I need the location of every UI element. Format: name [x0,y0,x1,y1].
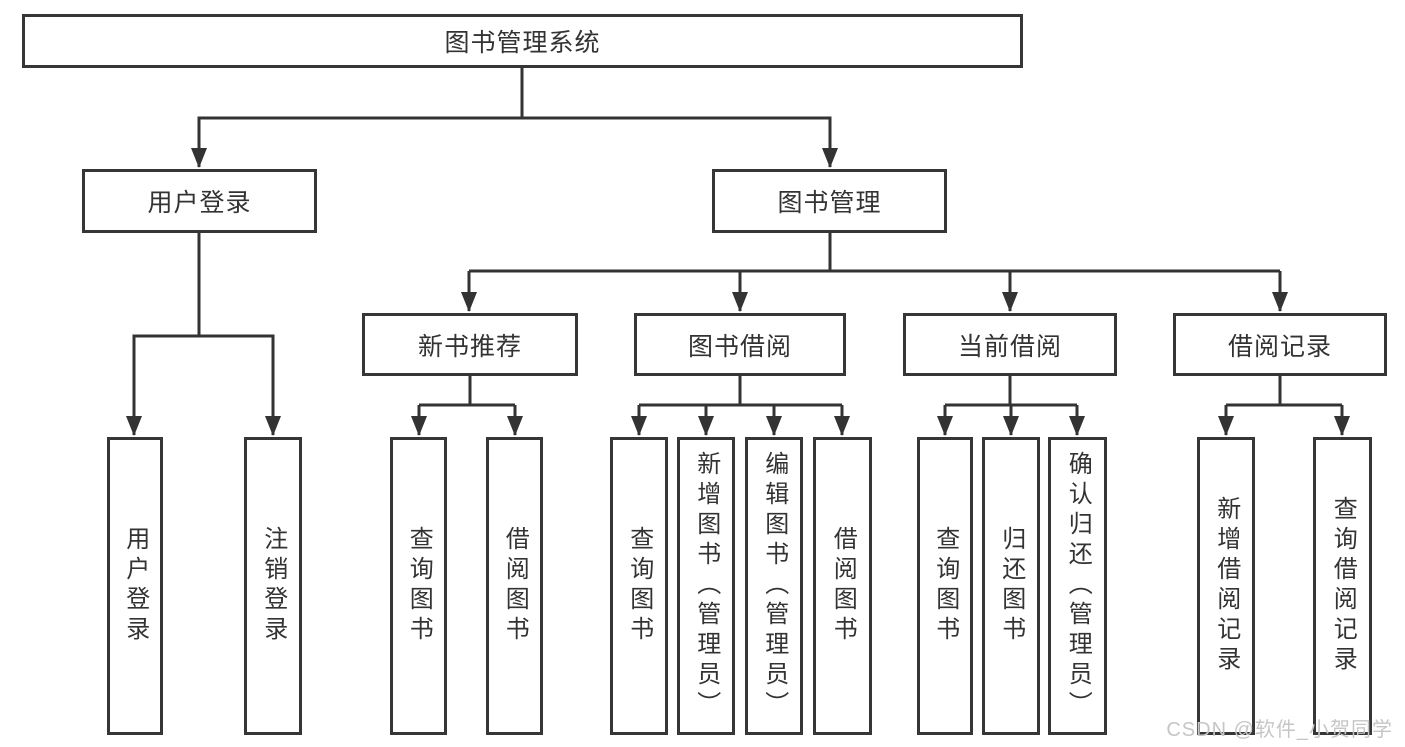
leaf-return-book: 归还图书 [982,437,1040,735]
leaf-borrow-book-2: 借阅图书 [813,437,872,735]
leaf-add-book-admin: 新增图书（管理员） [677,437,735,735]
leaf-label: 新增图书（管理员） [692,451,720,721]
connector-root-to-book-mgmt [522,116,838,168]
leaf-query-book-2: 查询图书 [610,437,668,735]
leaf-edit-book-admin: 编辑图书（管理员） [745,437,803,735]
connector-newbook-trunk [419,376,515,407]
leaf-logout: 注销登录 [244,437,302,735]
leaf-label: 查询图书 [405,526,433,646]
node-new-book-recommend: 新书推荐 [362,313,578,376]
leaf-label: 归还图书 [997,526,1025,646]
leaf-confirm-return-admin: 确认归还（管理员） [1048,437,1107,735]
leaf-label: 查询借阅记录 [1329,496,1357,676]
node-label: 用户登录 [147,189,252,217]
node-book-management: 图书管理 [712,169,947,233]
csdn-watermark: CSDN @软件_小贺同学 [1166,719,1393,741]
connector-current-trunk [945,376,1077,407]
leaf-label: 编辑图书（管理员） [760,451,788,721]
node-label: 当前借阅 [957,332,1062,361]
leaf-label: 借阅图书 [829,526,857,646]
leaf-label: 新增借阅记录 [1212,496,1240,676]
leaf-label: 用户登录 [121,526,149,646]
connector-user-to-login-leaf [126,334,199,436]
connector-root-to-user-login [191,116,522,168]
leaf-label: 确认归还（管理员） [1064,451,1092,721]
node-label: 图书管理 [777,189,882,217]
leaf-add-borrow-record: 新增借阅记录 [1197,437,1255,735]
node-book-borrow: 图书借阅 [634,313,846,376]
node-borrow-record: 借阅记录 [1173,313,1387,376]
node-user-login: 用户登录 [82,169,317,233]
leaf-query-borrow-record: 查询借阅记录 [1313,437,1372,735]
node-root-library-system: 图书管理系统 [22,14,1023,68]
connector-user-to-logout-leaf [199,334,281,436]
leaf-query-book-1: 查询图书 [390,437,447,735]
node-label: 图书借阅 [687,332,792,361]
node-label: 新书推荐 [417,332,522,361]
leaf-label: 注销登录 [259,526,287,646]
node-current-borrow: 当前借阅 [903,313,1117,376]
leaf-label: 借阅图书 [501,526,529,646]
connector-record-trunk [1226,376,1342,407]
leaf-query-book-3: 查询图书 [917,437,973,735]
node-label: 借阅记录 [1227,332,1332,361]
connector-borrow-trunk [639,376,842,407]
leaf-label: 查询图书 [625,526,653,646]
leaf-label: 查询图书 [931,526,959,646]
node-label: 图书管理系统 [444,29,601,57]
leaf-borrow-book-1: 借阅图书 [486,437,543,735]
leaf-user-login: 用户登录 [107,437,163,735]
